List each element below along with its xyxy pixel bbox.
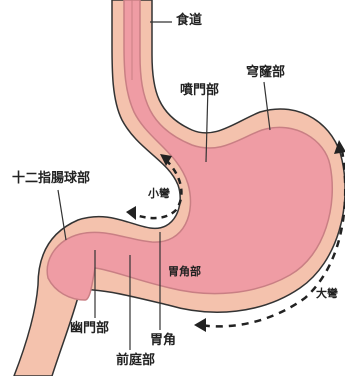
label-cardia: 噴門部 [180, 84, 219, 97]
label-lesser-curvature: 小彎 [148, 188, 170, 199]
label-antrum: 前庭部 [116, 354, 155, 367]
stomach-lumen [47, 0, 332, 300]
greater-curvature-arrowhead-bottom [194, 318, 206, 332]
label-body: 胃角部 [168, 266, 201, 277]
label-duodenum: 十二指腸球部 [12, 172, 90, 185]
label-fornix: 穹窿部 [246, 66, 285, 79]
label-pylorus: 幽門部 [70, 322, 109, 335]
label-esophagus: 食道 [176, 14, 202, 27]
lesser-curvature-arrowhead-bottom [126, 206, 136, 220]
label-greater-curvature: 大彎 [316, 288, 338, 299]
label-angle: 胃角 [150, 334, 176, 347]
